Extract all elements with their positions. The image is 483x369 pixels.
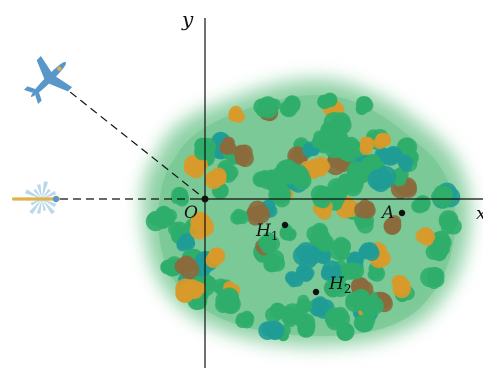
- tree-canopy: [320, 124, 341, 144]
- airplane-front-icon: [12, 181, 60, 215]
- tree-canopy: [257, 232, 280, 254]
- tree-canopy: [345, 161, 372, 185]
- tree-canopy: [253, 96, 279, 119]
- tree-canopy: [215, 287, 239, 312]
- tree-canopy: [367, 165, 397, 193]
- tree-canopy: [279, 95, 301, 118]
- tree-canopy: [336, 322, 355, 342]
- tree-canopy: [354, 199, 376, 219]
- tree-canopy: [383, 215, 402, 235]
- tree-canopy: [295, 264, 315, 282]
- tree-canopy: [438, 210, 462, 235]
- forest-region: [142, 79, 471, 347]
- tree-canopy: [323, 277, 349, 298]
- propeller-ray: [36, 199, 42, 214]
- propeller-ray: [25, 189, 42, 199]
- tree-canopy: [176, 232, 196, 252]
- tree-canopy: [373, 132, 392, 150]
- propeller-ray: [42, 199, 47, 211]
- tree-canopy: [168, 221, 190, 245]
- tree-canopy: [420, 266, 445, 289]
- tree-canopy: [174, 255, 200, 280]
- propeller-ray: [42, 188, 51, 199]
- tree-canopy: [228, 105, 245, 123]
- points: A H1 H2: [201, 195, 406, 296]
- point-h1-label: H1: [255, 221, 278, 243]
- tree-canopy: [341, 262, 365, 280]
- origin-point: [201, 195, 209, 203]
- tree-canopy: [205, 167, 227, 190]
- tree-canopy: [320, 260, 342, 281]
- tree-canopy: [219, 136, 237, 155]
- tree-canopy: [397, 154, 414, 173]
- tree-canopy: [292, 242, 322, 269]
- point-h2-label: H2: [328, 274, 351, 296]
- tree-canopy: [358, 242, 380, 261]
- tree-canopy: [302, 141, 320, 157]
- point-h1: [281, 221, 289, 229]
- propeller-ray: [30, 199, 42, 206]
- x-axis-label: x: [476, 203, 483, 224]
- propeller-ray: [42, 199, 57, 208]
- tree-canopy: [175, 278, 202, 303]
- point-h2: [312, 288, 320, 296]
- tree-canopy: [415, 227, 436, 246]
- tree-canopy: [233, 144, 254, 168]
- tree-canopy: [361, 296, 384, 318]
- airplane-icon: [23, 55, 73, 105]
- propeller-ray: [36, 184, 42, 199]
- tree-canopy: [432, 237, 450, 258]
- tree-canopy: [155, 205, 177, 227]
- tree-canopy: [216, 159, 239, 183]
- propeller-ray: [29, 199, 42, 215]
- propeller-ray: [42, 181, 49, 199]
- tree-canopy: [330, 240, 351, 261]
- tree-canopy: [264, 169, 285, 193]
- tree-canopy: [263, 250, 286, 273]
- point-a: [398, 209, 406, 217]
- tree-canopy: [353, 312, 376, 333]
- tree-canopy: [235, 310, 255, 329]
- sight-lines: [59, 83, 206, 200]
- origin-label: O: [184, 203, 198, 223]
- plane-sight-line: [59, 83, 206, 200]
- coordinate-axes: y x O: [181, 7, 483, 368]
- propeller-ray: [33, 188, 42, 199]
- tree-canopy: [345, 288, 371, 313]
- tree-canopy: [230, 208, 249, 225]
- tree-canopy: [287, 163, 312, 191]
- tree-canopy: [280, 303, 306, 328]
- tree-canopy: [246, 200, 271, 226]
- tree-canopy: [355, 96, 374, 116]
- tree-canopy: [258, 320, 285, 341]
- tree-canopy: [306, 222, 331, 247]
- propeller-blur: [25, 181, 57, 215]
- propeller-ray: [42, 199, 55, 215]
- tree-canopy: [194, 137, 216, 161]
- tree-canopy: [325, 140, 347, 159]
- tree-canopy: [265, 302, 287, 324]
- propeller-ray: [42, 190, 57, 199]
- y-axis-label: y: [181, 7, 194, 31]
- tree-canopy: [295, 313, 316, 338]
- tree-canopy: [359, 136, 375, 156]
- trees: [145, 92, 462, 342]
- tree-canopy: [431, 185, 454, 208]
- tree-canopy: [205, 247, 226, 268]
- point-a-label: A: [380, 203, 394, 223]
- tree-canopy: [317, 92, 338, 110]
- tree-canopy: [391, 274, 411, 299]
